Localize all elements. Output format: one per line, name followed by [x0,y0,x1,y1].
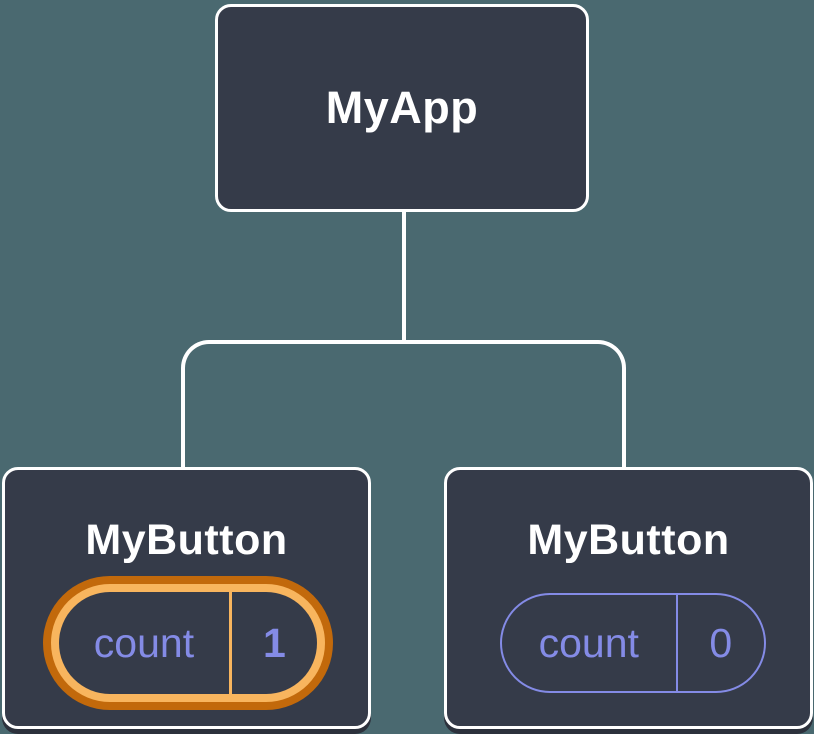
state-value: 0 [709,619,733,666]
component-node-mybutton-right: MyButton count 0 [444,467,813,729]
node-label: MyButton [85,516,288,564]
component-node-myapp: MyApp [215,4,589,212]
state-pill-highlighted: count 1 [43,576,333,710]
connector-stem [402,209,406,344]
state-key: count [538,619,639,666]
state-pill-body: count 1 [59,592,317,694]
node-label: MyButton [527,516,730,564]
state-value: 1 [263,619,286,666]
pill-divider [228,592,232,694]
node-label: MyApp [325,82,479,133]
component-node-mybutton-left: MyButton count 1 [2,467,371,729]
pill-divider [675,595,678,691]
state-pill-highlight-ring: count 1 [51,584,325,702]
state-key: count [93,619,195,666]
state-pill: count 0 [500,593,766,693]
connector-bracket [181,340,626,467]
